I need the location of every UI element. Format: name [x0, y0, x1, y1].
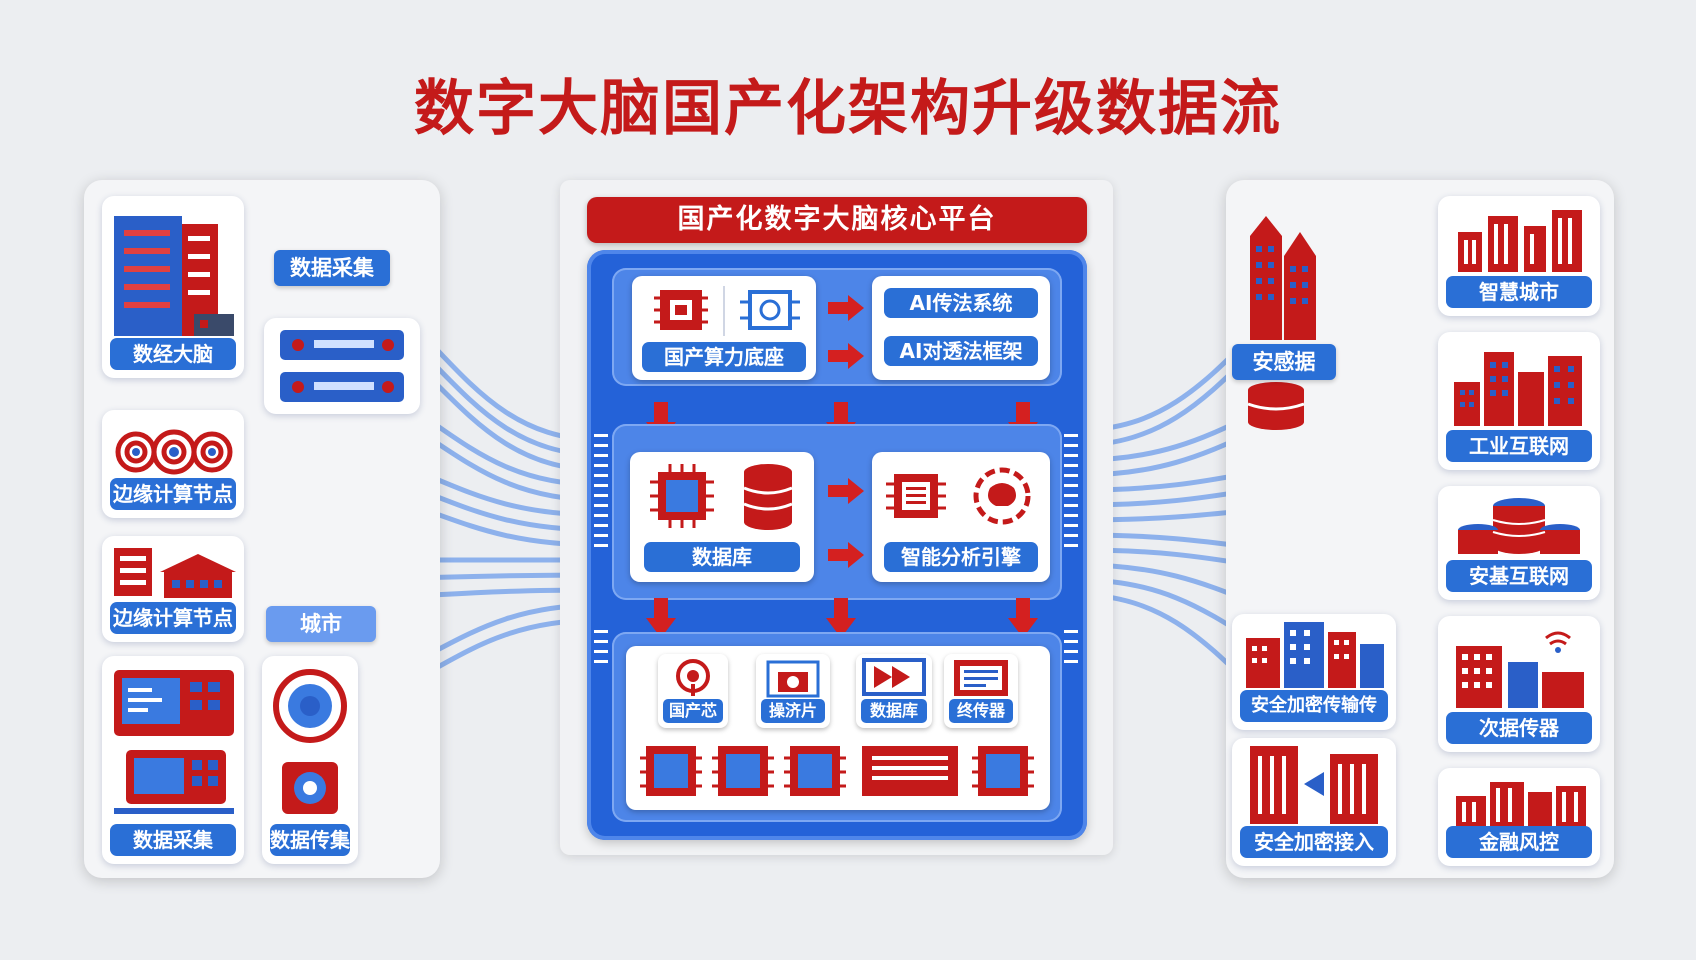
module-chip[interactable]: 国产芯: [658, 654, 728, 728]
arrow-down-icon: [826, 598, 856, 638]
left-card-brain[interactable]: 数经大脑: [102, 196, 244, 378]
right-card-smart-city-label: 智慧城市: [1446, 276, 1592, 308]
page-title: 数字大脑国产化架构升级数据流: [414, 74, 1282, 144]
right-mid-tower: [1232, 196, 1336, 432]
database-card[interactable]: 数据库: [630, 452, 814, 582]
signal-chip-icon: [676, 659, 710, 696]
arrow-right-icon: [828, 343, 864, 369]
router-icon: [280, 330, 404, 402]
right-mid-card-access-label: 安全加密接入: [1240, 826, 1388, 858]
left-card-terminal-label: 数据采集: [110, 824, 236, 856]
right-mid-card-encrypt[interactable]: 安全加密传输传: [1232, 614, 1396, 730]
play-forward-icon: [862, 658, 926, 696]
finance-building-icon: [1456, 782, 1586, 828]
analysis-engine-label: 智能分析引擎: [884, 542, 1038, 572]
right-tick-marks: [1064, 434, 1078, 663]
left-tag-collect: 数据采集: [274, 250, 390, 286]
right-card-security-net-label: 安基互联网: [1446, 560, 1592, 592]
left-card-edge-2-label: 边缘计算节点: [110, 602, 236, 634]
left-card-sensor[interactable]: 数据传集: [262, 656, 358, 864]
left-card-edge-1[interactable]: 边缘计算节点: [102, 410, 244, 518]
arrow-right-icon: [828, 295, 864, 321]
module-camera-label: 操济片: [761, 699, 825, 723]
arrow-right-icon: [828, 542, 864, 568]
left-card-sensor-label: 数据传集: [270, 824, 350, 856]
buildings-icon: [1246, 622, 1384, 688]
left-card-brain-label: 数经大脑: [110, 338, 236, 370]
server-tower-icon: [114, 216, 234, 336]
sensor-icon: [273, 669, 347, 814]
compute-base-card[interactable]: 国产算力底座: [632, 276, 816, 380]
right-card-transfer[interactable]: 次据传器: [1438, 616, 1600, 752]
module-terminal-label: 终传器: [949, 699, 1013, 723]
right-tag-sense: 安感据: [1232, 344, 1336, 380]
terminal-icon: [114, 670, 234, 814]
module-database-label: 数据库: [861, 699, 927, 723]
right-card-security-net[interactable]: 安基互联网: [1438, 486, 1600, 600]
arrow-down-icon: [1008, 598, 1038, 638]
building-wifi-icon: [1456, 631, 1584, 708]
module-database[interactable]: 数据库: [856, 654, 932, 728]
right-mid-card-access[interactable]: 安全加密接入: [1232, 738, 1396, 866]
camera-icon: [766, 660, 820, 698]
right-card-finance-label: 金融风控: [1446, 826, 1592, 858]
database-chip-icon: [650, 464, 793, 530]
analysis-engine-card[interactable]: 智能分析引擎: [872, 452, 1050, 582]
ai-system-card[interactable]: AI传法系统 AI对透法框架: [872, 276, 1050, 380]
arrow-right-icon: [828, 478, 864, 504]
chip-icon: [654, 286, 800, 336]
module-chip-label: 国产芯: [663, 699, 723, 723]
left-card-edge-2[interactable]: 边缘计算节点: [102, 536, 244, 642]
database-cluster-icon: [1458, 498, 1580, 554]
right-card-finance[interactable]: 金融风控: [1438, 768, 1600, 866]
left-card-terminal[interactable]: 数据采集: [102, 656, 244, 864]
left-card-edge-1-label: 边缘计算节点: [110, 478, 236, 510]
right-card-industrial-label: 工业互联网: [1446, 430, 1592, 462]
city-icon: [1458, 210, 1582, 272]
ai-engine-icon: [886, 467, 1031, 525]
right-card-industrial[interactable]: 工业互联网: [1438, 332, 1600, 470]
arrow-down-icon: [646, 598, 676, 638]
monitor-icon: [954, 660, 1008, 696]
factory-icon: [114, 548, 236, 598]
industry-icon: [1454, 352, 1582, 426]
module-camera[interactable]: 操济片: [756, 654, 830, 728]
chip-row-icons: [640, 746, 1034, 796]
ai-framework-label: AI对透法框架: [884, 336, 1038, 366]
secure-building-icon: [1250, 746, 1378, 824]
left-device-router[interactable]: [264, 318, 420, 414]
ai-system-label: AI传法系统: [884, 288, 1038, 318]
database-label: 数据库: [644, 542, 800, 572]
left-tag-city: 城市: [266, 606, 376, 642]
right-card-transfer-label: 次据传器: [1446, 712, 1592, 744]
center-platform-header: 国产化数字大脑核心平台: [587, 197, 1087, 243]
skyscraper-icon: [1247, 216, 1316, 430]
module-terminal[interactable]: 终传器: [944, 654, 1018, 728]
left-tick-marks: [594, 434, 608, 663]
compute-base-label: 国产算力底座: [642, 342, 806, 372]
right-card-smart-city[interactable]: 智慧城市: [1438, 196, 1600, 316]
radar-nodes-icon: [115, 429, 233, 475]
right-mid-card-encrypt-label: 安全加密传输传: [1240, 690, 1388, 722]
